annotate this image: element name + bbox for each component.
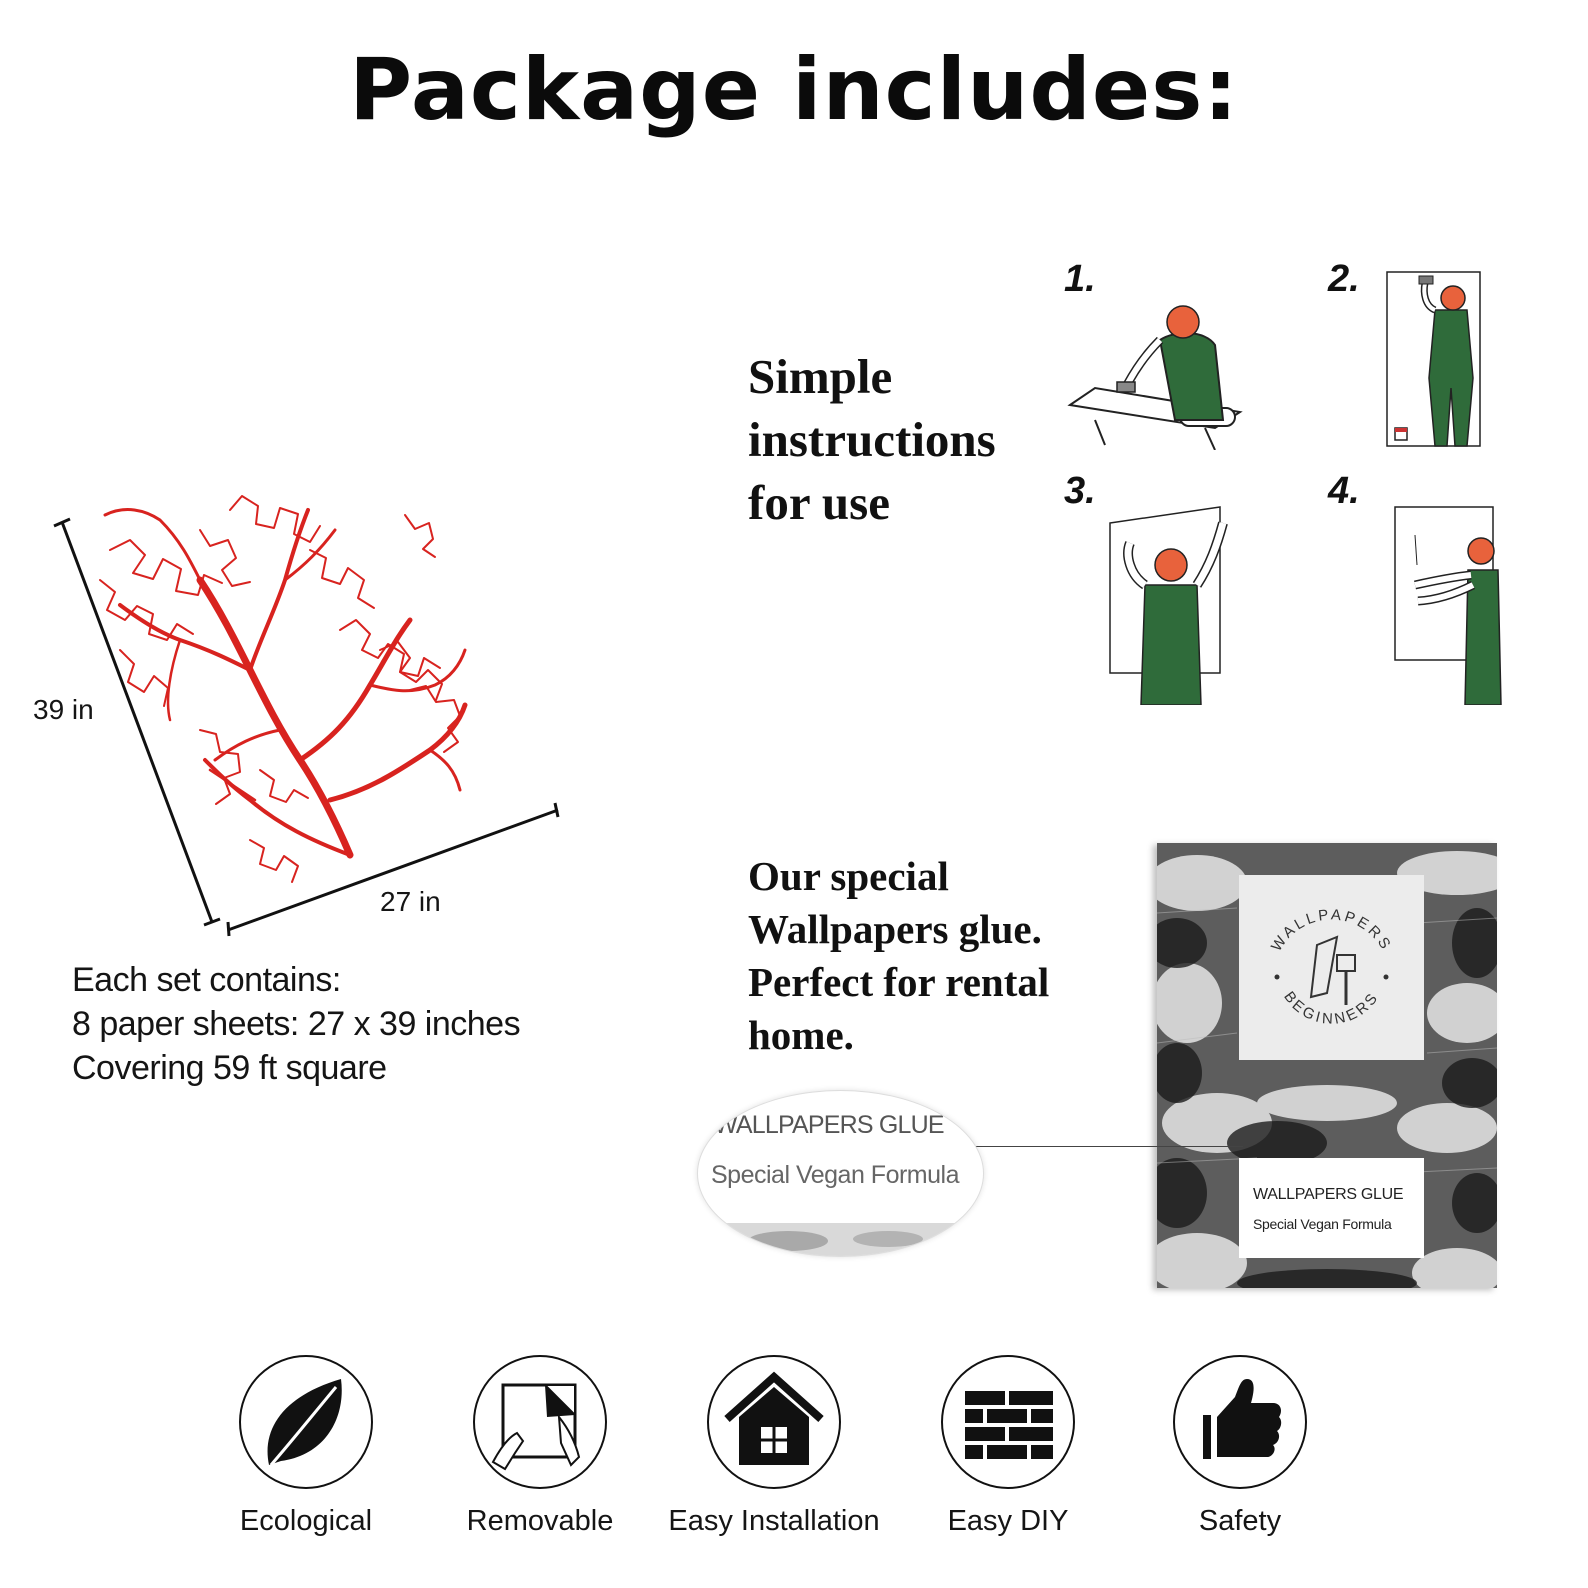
feature-icon-circle	[473, 1355, 607, 1489]
house-icon	[724, 1371, 824, 1465]
glue-description: Our special Wallpapers glue. Perfect for…	[748, 850, 1108, 1062]
step-number: 1.	[1064, 258, 1096, 300]
step-1-illustration	[1065, 300, 1245, 451]
step-4-illustration	[1393, 505, 1508, 706]
feature-label: Ecological	[239, 1505, 373, 1537]
feature-label: Easy DIY	[947, 1505, 1069, 1537]
feature-label: Easy Installation	[668, 1505, 880, 1537]
step-2-illustration	[1385, 268, 1495, 458]
glue-label-subtitle: Special Vegan Formula	[1253, 1216, 1392, 1232]
set-line: Covering 59 ft square	[72, 1049, 387, 1087]
feature-label: Removable	[466, 1505, 614, 1537]
glue-label: WALLPAPERS GLUE Special Vegan Formula	[1239, 1158, 1424, 1258]
step-3-illustration	[1105, 505, 1235, 706]
feature-label: Safety	[1198, 1505, 1282, 1537]
step-number: 4.	[1328, 470, 1360, 512]
glue-label-title: WALLPAPERS GLUE	[1253, 1186, 1404, 1203]
glue-label-zoom: WALLPAPERS GLUE Special Vegan Formula	[697, 1090, 984, 1257]
zoom-label-title: WALLPAPERS GLUE	[714, 1111, 945, 1139]
feature-safety: Safety	[1120, 1355, 1360, 1538]
logo-bottom-text: BEGINNERS	[1280, 988, 1380, 1027]
instructions-line: for use	[748, 475, 890, 530]
instructions-text: Simple instructions for use	[748, 345, 1048, 534]
step-number: 3.	[1064, 470, 1096, 512]
feature-removable: Removable	[420, 1355, 660, 1538]
zoom-connector-line	[975, 1146, 1243, 1147]
brand-logo: WALLPAPERS BEGINNERS	[1239, 875, 1424, 1060]
feature-icon-circle	[239, 1355, 373, 1489]
instructions-line: Simple	[748, 349, 893, 404]
glue-line: Wallpapers glue.	[748, 906, 1042, 952]
feature-icon-circle	[1173, 1355, 1307, 1489]
logo-top-text: WALLPAPERS	[1268, 906, 1392, 954]
coral-artwork	[53, 495, 560, 937]
zoom-pattern-strip	[718, 1223, 963, 1256]
svg-text:BEGINNERS: BEGINNERS	[1280, 988, 1383, 1027]
glue-line: Our special	[748, 853, 949, 899]
page-title: Package includes:	[349, 40, 1239, 140]
dimension-width-label: 27 in	[380, 886, 441, 917]
feature-easy-diy: Easy DIY	[888, 1355, 1128, 1538]
svg-text:WALLPAPERS: WALLPAPERS	[1268, 906, 1395, 954]
instructions-line: instructions	[748, 412, 996, 467]
dimension-height-label: 39 in	[33, 694, 94, 725]
set-line: 8 paper sheets: 27 x 39 inches	[72, 1005, 521, 1043]
set-line: Each set contains:	[72, 961, 341, 999]
thumbs-up-icon	[1203, 1379, 1282, 1459]
glue-line: home.	[748, 1012, 854, 1058]
set-contents: Each set contains: 8 paper sheets: 27 x …	[72, 958, 521, 1090]
feature-icon-circle	[941, 1355, 1075, 1489]
feature-easy-installation: Easy Installation	[654, 1355, 894, 1538]
wallpaper-sheet-illustration	[50, 470, 570, 940]
feature-icon-circle	[707, 1355, 841, 1489]
zoom-label-subtitle: Special Vegan Formula	[711, 1161, 959, 1189]
feature-ecological: Ecological	[186, 1355, 426, 1538]
leaf-icon	[267, 1379, 342, 1466]
step-number: 2.	[1328, 258, 1360, 300]
peel-hand-icon	[491, 1383, 581, 1471]
brush-logo-icon: WALLPAPERS BEGINNERS	[1268, 906, 1395, 1028]
glue-package: WALLPAPERS BEGINNERS WALLPAPERS GLUE Spe…	[1157, 843, 1497, 1288]
brick-wall-icon	[965, 1391, 1053, 1459]
glue-line: Perfect for rental	[748, 959, 1050, 1005]
